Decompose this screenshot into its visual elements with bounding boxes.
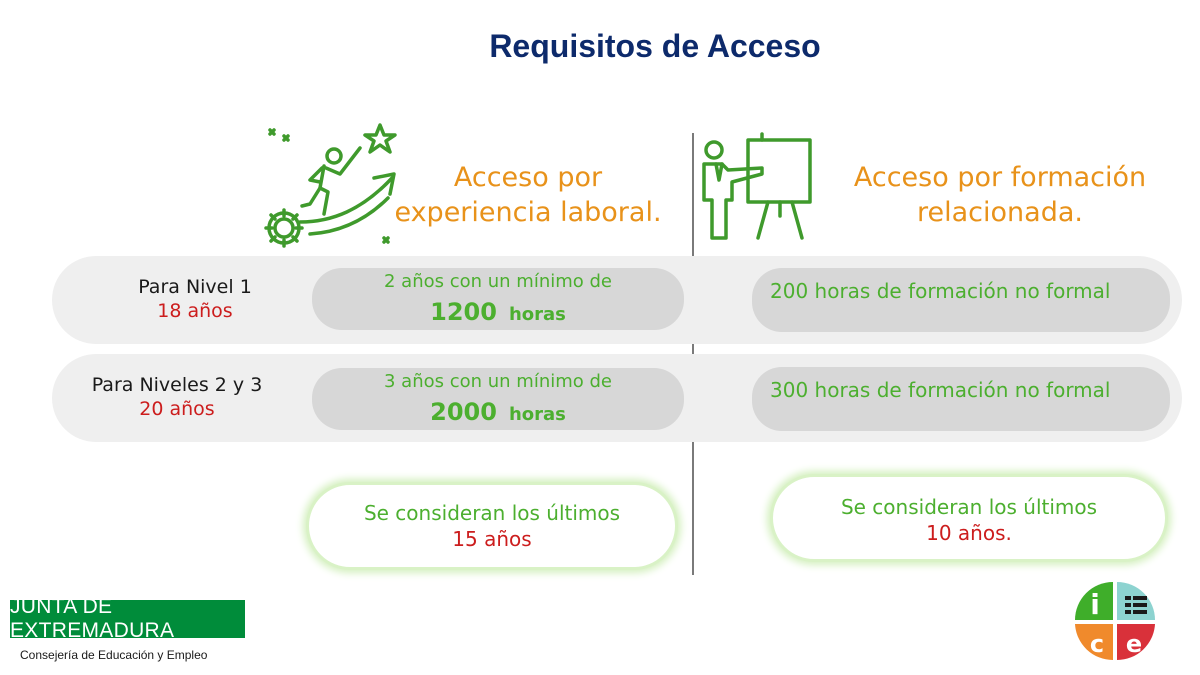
training-requirement-level-1: 200 horas de formación no formal bbox=[752, 268, 1170, 332]
hours-number: 1200 bbox=[430, 298, 497, 326]
junta-extremadura-logo: JUNTA DE EXTREMADURA bbox=[10, 595, 245, 642]
experience-requirement-level-2-3: 3 años con un mínimo de 2000 horas bbox=[312, 368, 684, 430]
logo-letter-i: i bbox=[1090, 588, 1100, 621]
hours-unit: horas bbox=[508, 404, 566, 425]
note-text: Se consideran los últimos bbox=[840, 495, 1098, 519]
level-label: Para Niveles 2 y 3 20 años bbox=[62, 373, 292, 421]
ice-logo-icon: i c e bbox=[1075, 582, 1155, 660]
climber-growth-icon bbox=[264, 123, 397, 248]
level-age: 20 años bbox=[139, 398, 215, 420]
heading-experience: Acceso por experiencia laboral. bbox=[394, 162, 662, 228]
note-text: Se consideran los últimos bbox=[363, 501, 621, 525]
experience-requirement-level-1: 2 años con un mínimo de 1200 horas bbox=[312, 268, 684, 330]
brand-subtitle: Consejería de Educación y Empleo bbox=[20, 648, 208, 662]
training-period-note: Se consideran los últimos 10 años. bbox=[770, 474, 1168, 562]
heading-training: Acceso por formación relacionada. bbox=[853, 162, 1147, 228]
logo-letter-e: e bbox=[1126, 630, 1142, 658]
requirement-text: 3 años con un mínimo de bbox=[383, 371, 612, 392]
note-years: 10 años. bbox=[926, 521, 1012, 545]
training-requirement-level-2-3: 300 horas de formación no formal bbox=[752, 367, 1170, 431]
hours-unit: horas bbox=[508, 304, 566, 325]
level-name: Para Niveles 2 y 3 bbox=[91, 374, 263, 396]
requirement-text: 2 años con un mínimo de bbox=[383, 271, 612, 292]
page-title: Requisitos de Acceso bbox=[489, 28, 821, 64]
level-name: Para Nivel 1 bbox=[138, 276, 252, 298]
requirement-hours: 1200 horas bbox=[312, 298, 684, 329]
level-label: Para Nivel 1 18 años bbox=[95, 275, 295, 323]
level-age: 18 años bbox=[157, 300, 233, 322]
note-years: 15 años bbox=[452, 527, 532, 551]
experience-period-note: Se consideran los últimos 15 años bbox=[306, 482, 678, 570]
hours-number: 2000 bbox=[430, 398, 497, 426]
teacher-whiteboard-icon bbox=[702, 132, 812, 240]
requirement-hours: 2000 horas bbox=[312, 398, 684, 429]
logo-letter-c: c bbox=[1090, 630, 1104, 658]
